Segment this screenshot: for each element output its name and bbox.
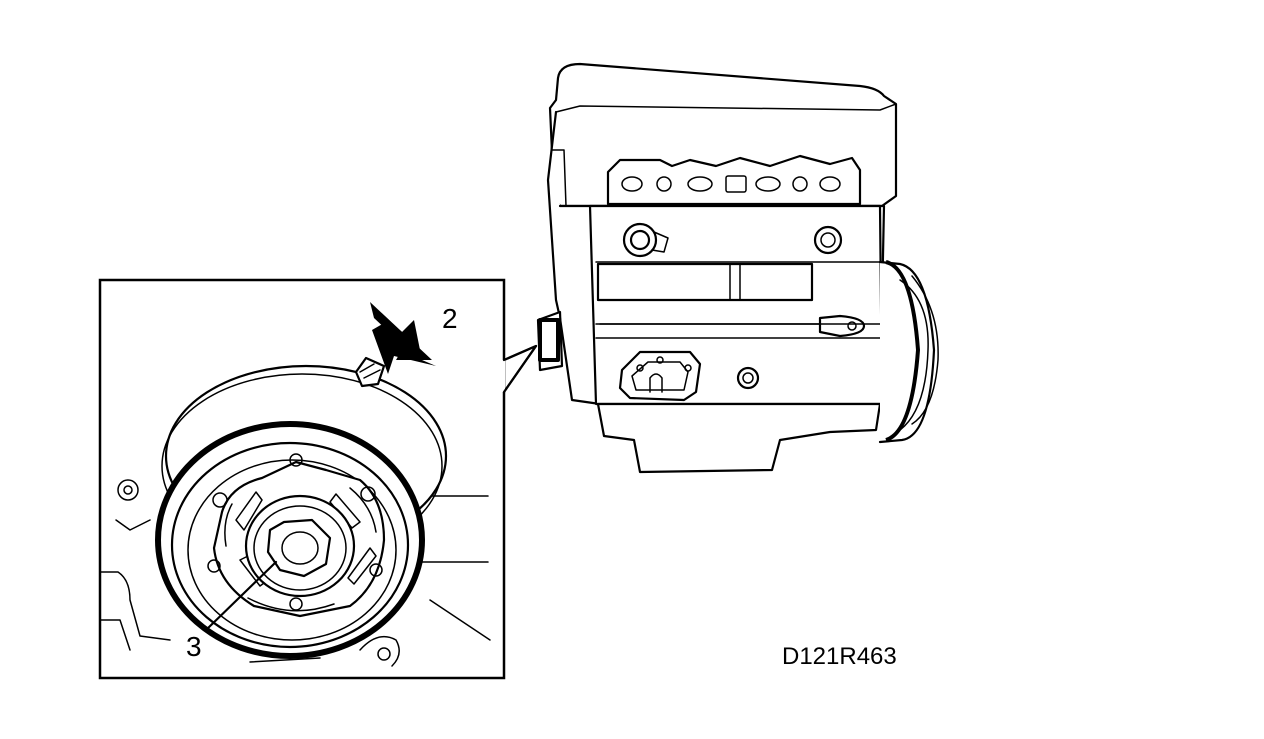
compressor-pulley — [155, 356, 448, 659]
shim-tab — [354, 356, 386, 388]
compressor-mount — [536, 310, 564, 372]
inspection-arrow-icon — [370, 302, 436, 374]
callout-2: 2 — [442, 303, 458, 334]
figure-code: D121R463 — [782, 643, 897, 670]
center-nut — [266, 518, 332, 578]
callout-3: 3 — [186, 631, 202, 662]
nut-leader-line — [204, 560, 278, 632]
engine-assembly — [536, 62, 939, 474]
intake-ports — [621, 175, 841, 193]
flywheel — [878, 260, 939, 444]
oil-cap — [622, 222, 669, 258]
detail-inset: 2 3 — [98, 278, 538, 680]
engine-bracket — [618, 350, 702, 402]
background-block — [99, 479, 491, 667]
